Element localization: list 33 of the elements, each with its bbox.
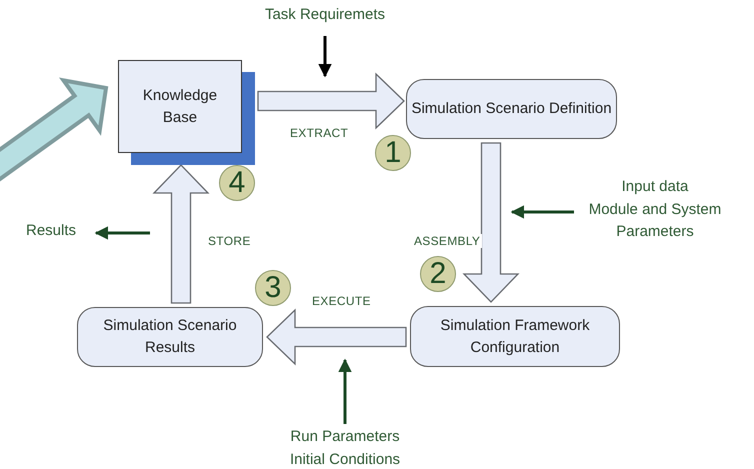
node-label: Simulation Scenario Results: [102, 316, 238, 358]
edge-label: ASSEMBLY: [412, 234, 482, 248]
annotation-text: Run Parameters Initial Conditions: [280, 426, 410, 469]
arrow: [510, 205, 574, 219]
block-arrow: [462, 142, 520, 303]
annotation-text: Task Requiremets: [240, 4, 410, 30]
annotation-text: Input data: [620, 177, 690, 197]
step-number-circle: [255, 270, 291, 306]
block-arrow: [257, 72, 405, 130]
process-box: [77, 307, 263, 367]
step-number: 1: [384, 138, 402, 168]
step-number: 3: [264, 273, 282, 303]
node-label: Simulation Framework Configuration: [439, 316, 591, 358]
annotation-text: Results: [18, 220, 84, 246]
step-number: 4: [228, 168, 246, 198]
process-box: [406, 79, 617, 139]
arrow: [338, 358, 352, 424]
process-box: [410, 306, 620, 367]
block-arrow: [0, 78, 108, 182]
step-number-circle: [375, 135, 411, 171]
edge-label: EXECUTE: [310, 294, 373, 308]
edge-label: STORE: [206, 234, 253, 248]
node-label: Knowledge Base: [142, 86, 218, 128]
arrow: [318, 36, 332, 78]
step-number-circle: [420, 256, 456, 292]
arrow: [94, 226, 150, 240]
annotation-text: Module and System Parameters: [588, 200, 722, 242]
block-arrow: [152, 164, 210, 304]
node-label: Simulation Scenario Definition: [411, 99, 612, 120]
step-number-circle: [219, 165, 255, 201]
step-number: 2: [430, 259, 446, 289]
block-arrow: [266, 308, 407, 366]
edge-label: EXTRACT: [288, 126, 350, 140]
